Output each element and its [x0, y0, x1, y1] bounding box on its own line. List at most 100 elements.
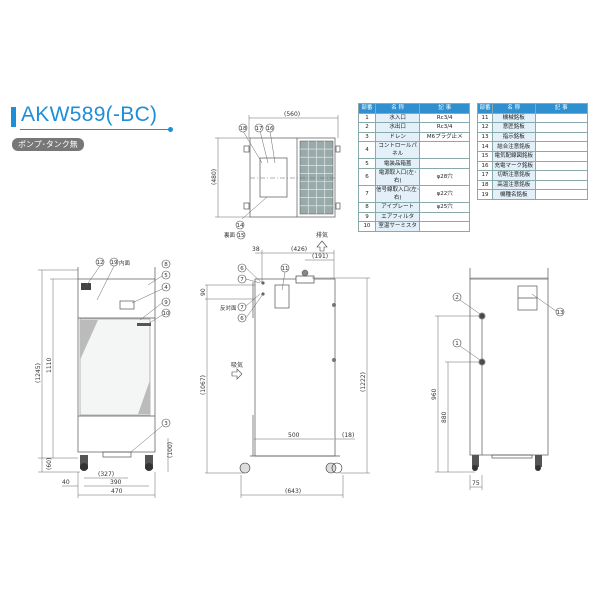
dim-front-327: (327) [98, 471, 114, 478]
svg-text:3: 3 [164, 421, 168, 427]
svg-text:8: 8 [164, 262, 168, 268]
svg-text:15: 15 [238, 233, 245, 239]
dim-rear-880: 880 [441, 411, 448, 423]
title-underline-dot [168, 127, 173, 132]
caster-left [80, 455, 88, 471]
svg-text:11: 11 [282, 266, 289, 272]
callout-16: 16 [265, 123, 275, 133]
caster-left [239, 462, 251, 474]
callout-4: 4 [161, 282, 171, 292]
part-note [419, 141, 470, 160]
callout-3: 3 [161, 418, 171, 428]
svg-text:6: 6 [240, 266, 244, 272]
front-view: (1245) 1110 (60) (100) (327) 390 40 470 … [35, 257, 174, 498]
svg-text:7: 7 [240, 277, 244, 283]
fan-grille [299, 140, 334, 215]
part-note [534, 189, 589, 200]
svg-text:17: 17 [256, 126, 263, 132]
part-number: 7 [358, 184, 376, 203]
caster-right [145, 455, 153, 471]
dim-rear-75: 75 [472, 480, 480, 487]
svg-text:14: 14 [237, 223, 244, 229]
svg-text:1: 1 [455, 341, 459, 347]
callout-6-opposite: 6 [237, 313, 247, 323]
spec-badge: ポンプ･タンク無 [12, 138, 84, 151]
svg-text:4: 4 [164, 285, 168, 291]
side-view: (426) 38 (191) 90 (1067) (1222) 500 (18)… [200, 231, 370, 498]
label-opposite: 反対面 [220, 304, 237, 312]
part-note: φ22穴 [419, 184, 470, 203]
svg-text:18: 18 [240, 126, 247, 132]
dim-side-191: (191) [312, 253, 328, 260]
svg-text:9: 9 [164, 300, 168, 306]
part-name: 電源取入口(左･右) [374, 167, 421, 186]
callout-6: 6 [237, 263, 247, 273]
part-name: コントロールパネル [374, 141, 421, 160]
exhaust-arrow-icon [316, 240, 328, 252]
svg-text:12: 12 [97, 260, 104, 266]
caster-left [472, 455, 479, 471]
dim-front-base: (60) [46, 458, 53, 470]
title-accent-bar [11, 107, 16, 127]
dim-side-38: 38 [252, 246, 260, 253]
dim-front-drain-height: (100) [167, 442, 174, 458]
part-number: 4 [358, 141, 376, 160]
callout-7-opposite: 7 [237, 302, 247, 312]
dim-side-1067: (1067) [200, 375, 207, 395]
svg-text:10: 10 [163, 311, 170, 317]
dim-side-1222: (1222) [360, 372, 367, 392]
callout-1: 1 [452, 338, 462, 348]
intake-arrow-icon [231, 368, 243, 380]
callout-7: 7 [237, 274, 247, 284]
dim-front-total-height: (1245) [35, 363, 42, 383]
callout-2: 2 [452, 292, 462, 302]
part-note: φ28穴 [419, 167, 470, 186]
svg-text:7: 7 [240, 305, 244, 311]
top-view: (560) (480) 18 17 16 14 15 裏面 [211, 111, 341, 240]
label-exhaust: 排気 [316, 231, 328, 239]
callout-18: 18 [238, 123, 248, 133]
label-intake: 吸気 [231, 361, 243, 369]
callout-10: 10 [161, 308, 171, 318]
part-number: 19 [477, 189, 493, 200]
callout-14: 14 [235, 220, 245, 230]
svg-text:6: 6 [240, 316, 244, 322]
dim-front-height: 1110 [46, 358, 53, 373]
svg-text:5: 5 [164, 273, 168, 279]
model-title: AKW589(-BC) [21, 103, 158, 126]
callout-19: 19 [109, 257, 119, 267]
dim-front-390: 390 [110, 479, 122, 486]
callout-13: 13 [555, 307, 565, 317]
dim-side-90: 90 [200, 288, 207, 296]
callout-11: 11 [280, 263, 290, 273]
callout-15: 15 [236, 230, 246, 240]
dim-front-40: 40 [62, 479, 70, 486]
dim-side-500: 500 [288, 432, 300, 439]
svg-text:2: 2 [455, 295, 459, 301]
dim-front-470: 470 [111, 488, 123, 495]
rear-view: 960 880 75 2 1 13 [431, 268, 565, 490]
caster-right [535, 455, 542, 471]
svg-text:19: 19 [111, 260, 118, 266]
dim-side-18: (18) [342, 432, 354, 439]
dim-side-643: (643) [285, 488, 301, 495]
label-back: 裏面 [224, 231, 236, 239]
callout-9: 9 [161, 297, 171, 307]
caster-right [325, 462, 343, 474]
callout-12: 12 [95, 257, 105, 267]
part-number: 10 [358, 221, 376, 232]
part-name: 信号線取入口(左･右) [374, 184, 421, 203]
callout-5: 5 [161, 270, 171, 280]
dim-rear-960: 960 [431, 388, 438, 400]
dim-side-426: (426) [291, 246, 307, 253]
dim-top-depth: (480) [211, 169, 218, 185]
title-underline [20, 129, 170, 130]
